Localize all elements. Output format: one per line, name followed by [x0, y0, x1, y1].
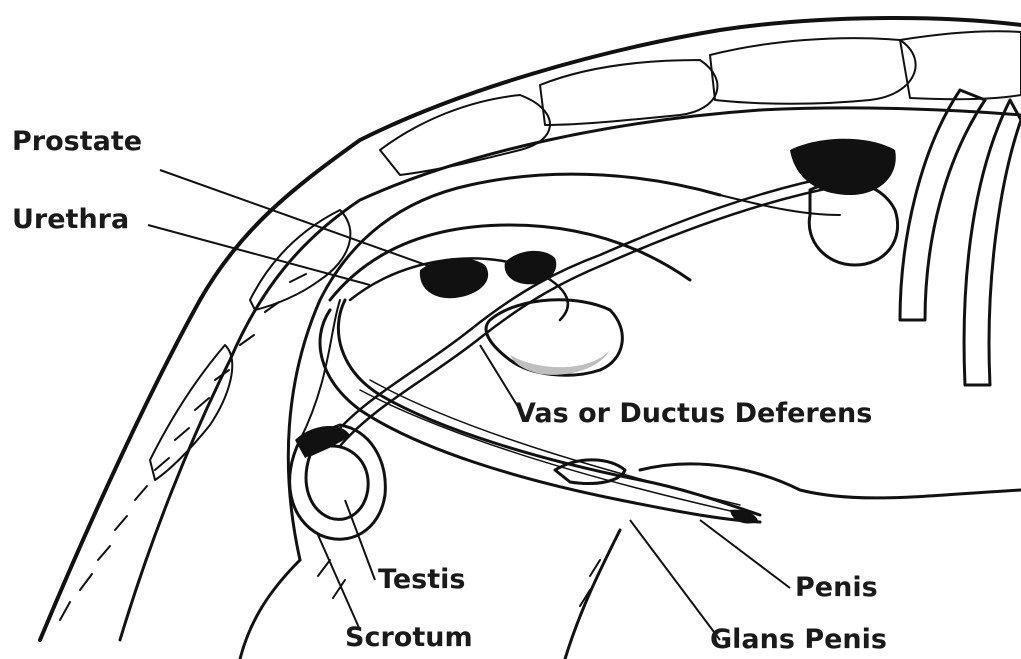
- kidney: [790, 139, 898, 265]
- label-glans-penis: Glans Penis: [710, 626, 887, 653]
- ribs: [900, 90, 1021, 385]
- label-vas-deferens: Vas or Ductus Deferens: [515, 400, 872, 427]
- leader-penis: [700, 520, 790, 588]
- leader-vas: [480, 345, 520, 410]
- leader-scrotum: [318, 535, 360, 630]
- label-penis: Penis: [795, 574, 878, 601]
- bladder: [486, 300, 622, 375]
- label-urethra: Urethra: [12, 206, 129, 233]
- label-prostate: Prostate: [12, 128, 142, 155]
- spine-outline: [40, 18, 1021, 640]
- leader-testis: [345, 500, 375, 580]
- leader-glans: [630, 520, 720, 640]
- label-scrotum: Scrotum: [345, 624, 473, 651]
- label-testis: Testis: [378, 566, 465, 593]
